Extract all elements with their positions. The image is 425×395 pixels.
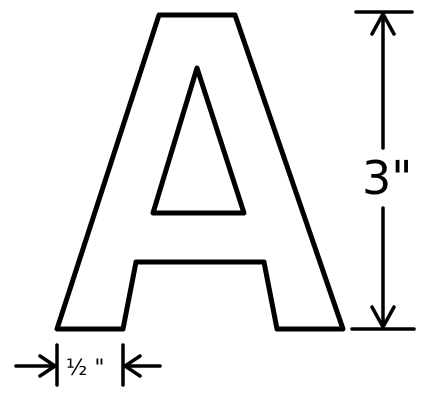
width-arrow-right-icon: [123, 354, 142, 378]
height-label: 3": [362, 151, 412, 205]
letter-a-counter-outline: [150, 65, 247, 216]
letter-a: [54, 12, 346, 332]
width-label: ½ ": [66, 356, 104, 381]
height-arrow-top-icon: [370, 12, 396, 36]
height-arrow-bottom-icon: [370, 305, 396, 329]
letter-a-outer-outline: [54, 12, 346, 332]
stroke-width-dimension: ½ ": [14, 343, 162, 387]
width-arrow-left-icon: [38, 354, 57, 378]
height-dimension: 3": [350, 10, 416, 331]
